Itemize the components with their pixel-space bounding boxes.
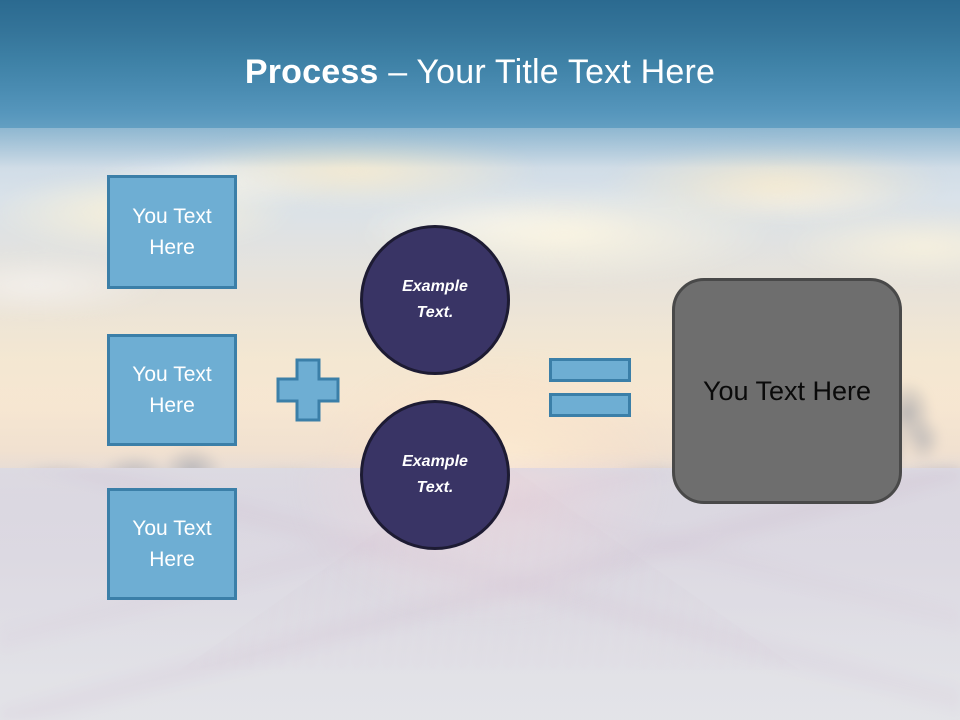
page-title-dash: – [378, 53, 417, 91]
page-title-rest: Your Title Text Here [416, 53, 716, 91]
page-title: Process – Your Title Text Here [0, 50, 960, 94]
title-band [0, 0, 960, 128]
input-box-2-label: You Text Here [132, 363, 212, 417]
example-circle-1-line2: Text. [416, 304, 454, 321]
result-box-label: You Text Here [702, 376, 872, 406]
page-title-strong: Process [244, 53, 379, 91]
result-box[interactable]: You Text Here [672, 278, 902, 504]
input-box-1-label: You Text Here [132, 205, 212, 259]
equals-bar-bottom [549, 393, 631, 417]
title-band-fade [0, 128, 960, 168]
plus-icon [276, 358, 340, 422]
input-box-2[interactable]: You Text Here [107, 334, 237, 446]
input-box-3-label: You Text Here [132, 517, 212, 571]
equals-bar-top [549, 358, 631, 382]
input-box-3[interactable]: You Text Here [107, 488, 237, 600]
example-circle-2-line2: Text. [416, 479, 454, 496]
example-circle-2-line1: Example [402, 453, 468, 470]
equals-icon [549, 358, 631, 420]
example-circle-1-line1: Example [402, 278, 468, 295]
input-box-1[interactable]: You Text Here [107, 175, 237, 289]
